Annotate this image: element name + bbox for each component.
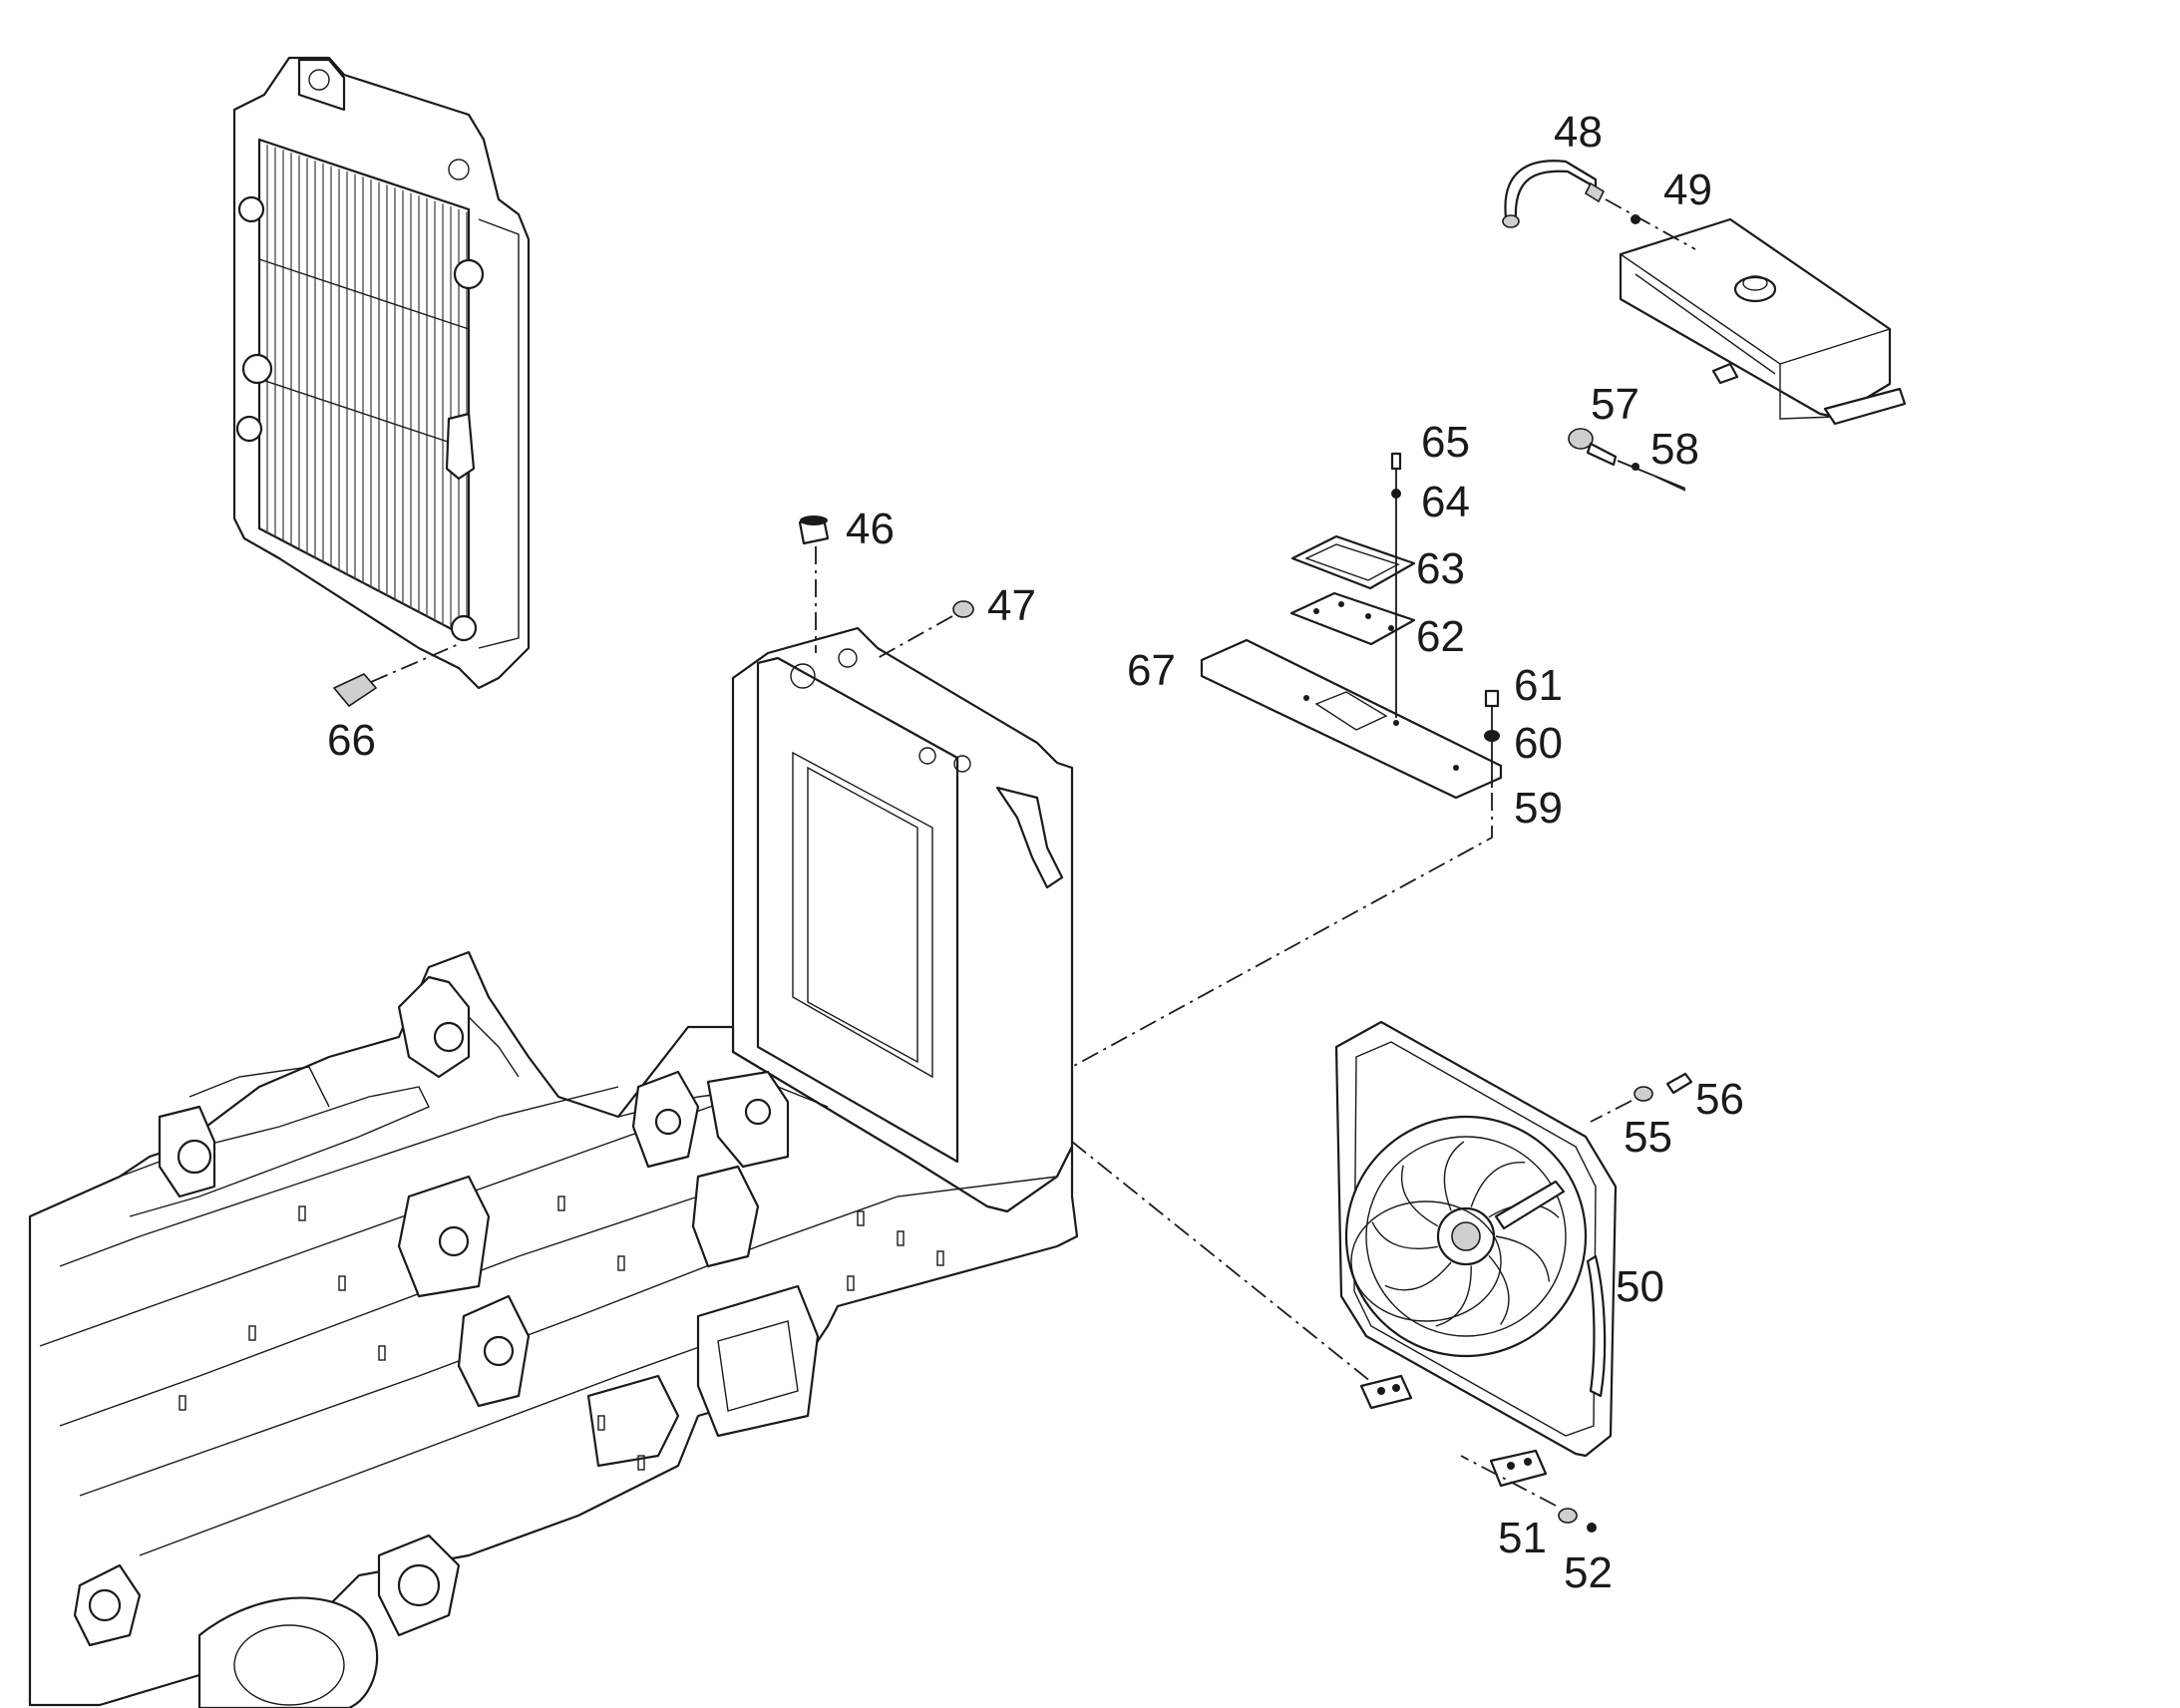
- callout-59: 59: [1514, 784, 1563, 833]
- callout-52: 52: [1564, 1548, 1613, 1597]
- callout-51: 51: [1498, 1514, 1547, 1562]
- plug-46: [798, 515, 830, 653]
- callout-63: 63: [1416, 544, 1465, 593]
- fan-assembly: [1071, 1020, 1693, 1533]
- callout-62: 62: [1416, 612, 1465, 661]
- callout-46: 46: [846, 505, 895, 553]
- cap-47: [877, 600, 974, 659]
- callout-50: 50: [1616, 1262, 1664, 1311]
- callout-67: 67: [1127, 646, 1176, 695]
- chassis-frame: [28, 626, 1079, 1708]
- bolt-58: [1654, 476, 1686, 492]
- cover-plate-assembly: [1071, 452, 1503, 1068]
- callout-49: 49: [1663, 166, 1712, 214]
- callout-61: 61: [1514, 661, 1563, 710]
- callout-65: 65: [1421, 418, 1470, 467]
- fitting-66: [332, 643, 460, 708]
- callout-66: 66: [327, 716, 376, 765]
- callout-57: 57: [1591, 380, 1639, 429]
- callout-58: 58: [1650, 425, 1699, 474]
- sensor-57: [1568, 428, 1686, 490]
- expansion-tank: [1619, 217, 1907, 426]
- callout-55: 55: [1624, 1113, 1672, 1162]
- callout-60: 60: [1514, 719, 1563, 768]
- radiator-core: [232, 56, 531, 690]
- callout-64: 64: [1421, 478, 1470, 526]
- callout-47: 47: [987, 581, 1036, 630]
- callout-56: 56: [1695, 1075, 1744, 1124]
- callout-48: 48: [1554, 108, 1603, 157]
- hose-48: [1502, 160, 1696, 250]
- clamp-49: [1631, 214, 1640, 224]
